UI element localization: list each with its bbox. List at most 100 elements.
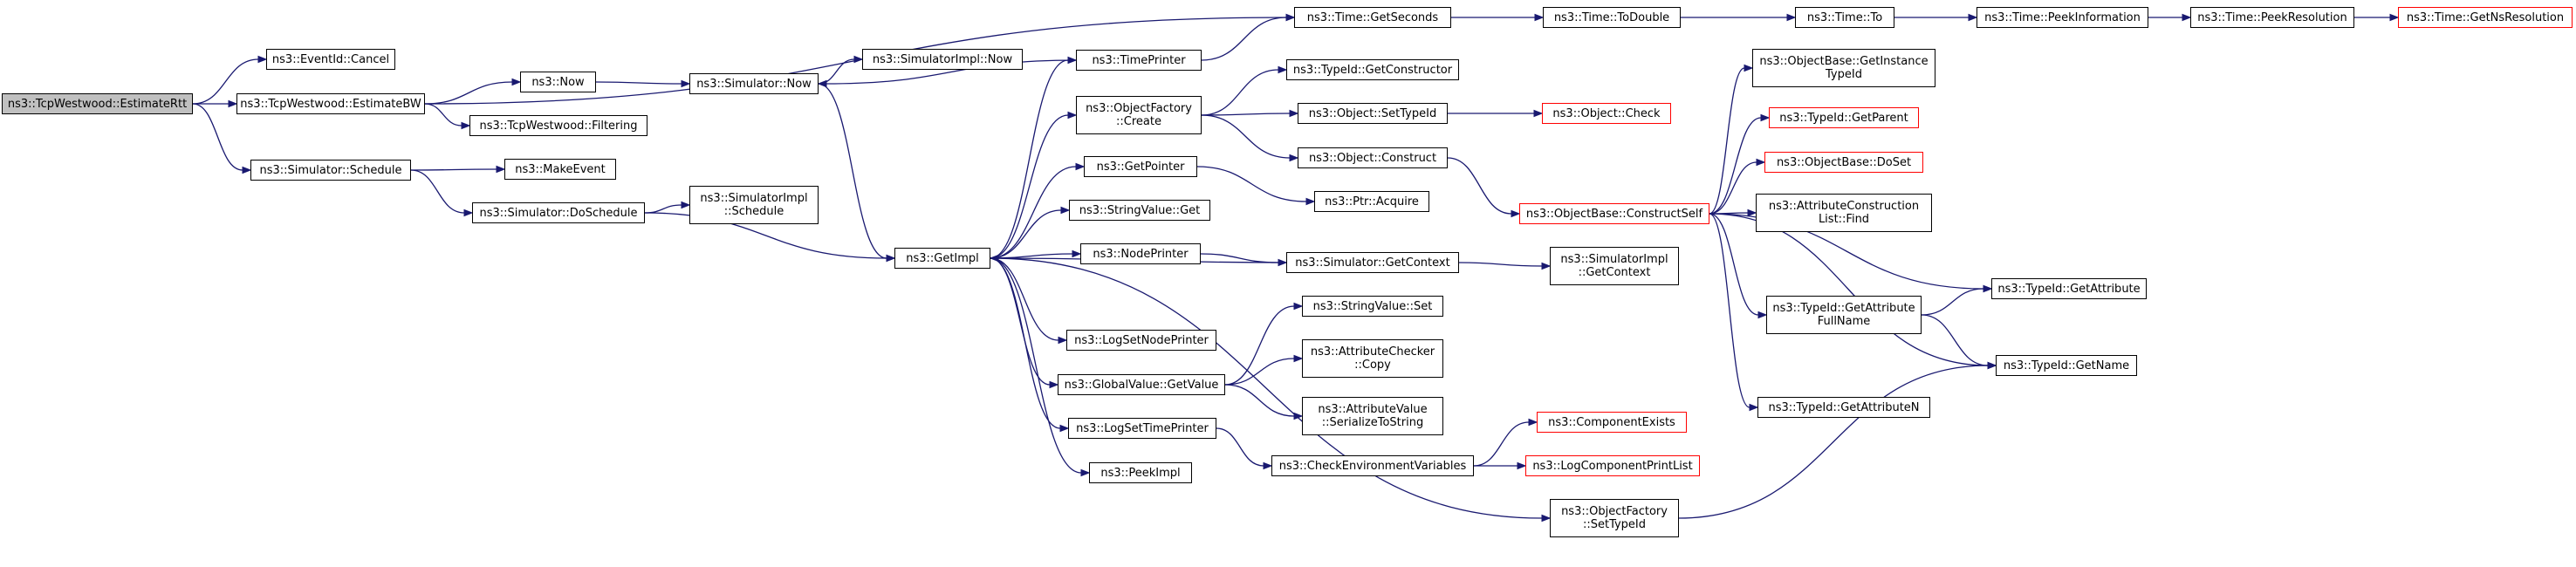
node-label: ns3::Time::GetNsResolution	[2406, 10, 2565, 24]
node-getimpl[interactable]: ns3::GetImpl	[894, 248, 990, 269]
node-label-line-1: ns3::AttributeConstruction	[1768, 200, 1920, 213]
node-getpointer[interactable]: ns3::GetPointer	[1084, 156, 1197, 177]
edge-getimpl-to-stringvalue_get	[990, 209, 1062, 259]
node-tcpwestwood-estimatertt[interactable]: ns3::TcpWestwood::EstimateRtt	[2, 93, 193, 114]
node-simulator-schedule[interactable]: ns3::Simulator::Schedule	[250, 160, 411, 181]
node-typeid-getparent[interactable]: ns3::TypeId::GetParent	[1769, 107, 1919, 128]
node-label: ns3::NodePrinter	[1093, 247, 1189, 261]
arrowhead-simulator_now-to-simulatorimpl_now	[853, 55, 864, 64]
node-tcpwestwood-filtering[interactable]: ns3::TcpWestwood::Filtering	[469, 115, 647, 136]
node-label: ns3::Time::To	[1806, 10, 1883, 24]
arrowhead-logsettimeprinter-to-checkenvironmentvariables	[1263, 461, 1273, 470]
node-checkenvironmentvariables[interactable]: ns3::CheckEnvironmentVariables	[1271, 455, 1474, 476]
node-tcpwestwood-estimatebw[interactable]: ns3::TcpWestwood::EstimateBW	[236, 93, 425, 114]
edge-checkenvironmentvariables-to-componentexists	[1473, 421, 1530, 467]
node-label: ns3::Simulator::Schedule	[259, 163, 402, 177]
node-time-peekinformation[interactable]: ns3::Time::PeekInformation	[1977, 7, 2148, 28]
node-objectbase-constructself[interactable]: ns3::ObjectBase::ConstructSelf	[1519, 203, 1709, 224]
node-time-todouble[interactable]: ns3::Time::ToDouble	[1543, 7, 1681, 28]
arrowhead-getimpl-to-peekimpl	[1080, 468, 1091, 477]
node-time-getseconds[interactable]: ns3::Time::GetSeconds	[1294, 7, 1451, 28]
edge-objectbase_constructself-to-objectbase_doset	[1709, 161, 1757, 215]
node-label: ns3::Simulator::DoSchedule	[479, 206, 638, 220]
node-globalvalue-getvalue[interactable]: ns3::GlobalValue::GetValue	[1058, 374, 1225, 395]
arrowhead-objectbase_constructself-to-typeid_getattributefullname	[1757, 311, 1768, 319]
node-attributechecker-copy[interactable]: ns3::AttributeChecker::Copy	[1302, 339, 1443, 378]
arrowhead-objectbase_constructself-to-typeid_getparent	[1760, 113, 1771, 122]
node-makeevent[interactable]: ns3::MakeEvent	[504, 159, 616, 180]
node-label-line-1: ns3::ObjectFactory	[1086, 102, 1192, 115]
node-label: ns3::GetImpl	[906, 251, 979, 265]
node-label: ns3::LogSetNodePrinter	[1074, 333, 1209, 347]
node-label-line-2: FullName	[1817, 315, 1871, 328]
node-label-line-2: TypeId	[1826, 68, 1862, 81]
node-simulatorimpl-now[interactable]: ns3::SimulatorImpl::Now	[862, 49, 1023, 70]
node-label: ns3::TcpWestwood::EstimateRtt	[7, 97, 188, 111]
arrowhead-getpointer-to-ptr_acquire	[1305, 197, 1316, 206]
node-simulatorimpl-getcontext[interactable]: ns3::SimulatorImpl::GetContext	[1550, 247, 1679, 285]
node-simulator-getcontext[interactable]: ns3::Simulator::GetContext	[1286, 252, 1459, 273]
arrowhead-objectfactory_create-to-object_settypeid	[1289, 109, 1299, 118]
node-object-settypeid[interactable]: ns3::Object::SetTypeId	[1298, 103, 1448, 124]
node-objectfactory-create[interactable]: ns3::ObjectFactory::Create	[1076, 96, 1202, 134]
edge-getimpl-to-logsetnodeprinter	[990, 257, 1059, 341]
node-simulator-now[interactable]: ns3::Simulator::Now	[689, 73, 819, 94]
node-componentexists[interactable]: ns3::ComponentExists	[1537, 412, 1687, 433]
node-label-line-2: ::Schedule	[723, 205, 784, 218]
node-simulatorimpl-schedule[interactable]: ns3::SimulatorImpl::Schedule	[689, 186, 819, 224]
node-logsetnodeprinter[interactable]: ns3::LogSetNodePrinter	[1066, 330, 1216, 351]
arrowhead-simulator_getcontext-to-simulatorimpl_getcontext	[1541, 262, 1552, 270]
edge-tcpwestwood_estimatebw-to-tcpwestwood_filtering	[424, 103, 462, 126]
node-label: ns3::MakeEvent	[515, 162, 606, 176]
node-label: ns3::Time::ToDouble	[1553, 10, 1670, 24]
node-time-peekresolution[interactable]: ns3::Time::PeekResolution	[2190, 7, 2354, 28]
node-label-line-2: ::Create	[1116, 115, 1161, 128]
node-typeid-getconstructor[interactable]: ns3::TypeId::GetConstructor	[1286, 59, 1459, 80]
node-ptr-acquire[interactable]: ns3::Ptr::Acquire	[1314, 191, 1429, 212]
arrowhead-object_construct-to-objectbase_constructself	[1511, 209, 1521, 218]
node-logcomponentprintlist[interactable]: ns3::LogComponentPrintList	[1525, 455, 1700, 476]
arrowhead-checkenvironmentvariables-to-logcomponentprintlist	[1517, 461, 1527, 470]
node-stringvalue-set[interactable]: ns3::StringValue::Set	[1302, 296, 1443, 317]
node-time-getnsresolution[interactable]: ns3::Time::GetNsResolution	[2398, 7, 2573, 28]
node-now[interactable]: ns3::Now	[520, 72, 596, 92]
node-timeprinter[interactable]: ns3::TimePrinter	[1076, 50, 1202, 71]
edge-objectfactory_create-to-object_settypeid	[1201, 113, 1291, 116]
arrowhead-simulator_schedule-to-makeevent	[496, 165, 506, 174]
node-simulator-doschedule[interactable]: ns3::Simulator::DoSchedule	[472, 202, 645, 223]
node-label: ns3::LogComponentPrintList	[1532, 459, 1693, 473]
node-label: ns3::Simulator::Now	[696, 77, 812, 91]
edge-objectbase_constructself-to-objectbase_getinstancetypeid	[1709, 67, 1745, 215]
edge-objectbase_constructself-to-typeid_getattributefullname	[1709, 213, 1759, 316]
node-typeid-getname[interactable]: ns3::TypeId::GetName	[1996, 355, 2137, 376]
node-logsettimeprinter[interactable]: ns3::LogSetTimePrinter	[1068, 418, 1216, 439]
node-object-construct[interactable]: ns3::Object::Construct	[1298, 147, 1448, 168]
arrowhead-timeprinter-to-time_getseconds	[1285, 13, 1296, 22]
arrowhead-objectbase_constructself-to-objectbase_doset	[1756, 158, 1766, 167]
node-eventid-cancel[interactable]: ns3::EventId::Cancel	[266, 49, 395, 70]
node-time-to[interactable]: ns3::Time::To	[1795, 7, 1894, 28]
node-objectbase-doset[interactable]: ns3::ObjectBase::DoSet	[1764, 152, 1923, 173]
edge-simulator_getcontext-to-simulatorimpl_getcontext	[1458, 262, 1543, 267]
node-typeid-getattributen[interactable]: ns3::TypeId::GetAttributeN	[1757, 397, 1930, 418]
node-object-check[interactable]: ns3::Object::Check	[1542, 103, 1671, 124]
node-label: ns3::Object::Check	[1552, 106, 1661, 120]
node-label: ns3::LogSetTimePrinter	[1076, 421, 1209, 435]
edge-timeprinter-to-simulator_now	[826, 59, 1077, 85]
node-objectfactory-settypeid[interactable]: ns3::ObjectFactory::SetTypeId	[1550, 499, 1679, 537]
node-label: ns3::Now	[531, 75, 585, 89]
node-attributevalue-serializetostring[interactable]: ns3::AttributeValue::SerializeToString	[1302, 397, 1443, 435]
node-peekimpl[interactable]: ns3::PeekImpl	[1089, 462, 1192, 483]
edge-typeid_getattributefullname-to-typeid_getname	[1921, 314, 1989, 366]
edge-logsettimeprinter-to-checkenvironmentvariables	[1216, 427, 1264, 467]
arrowhead-checkenvironmentvariables-to-componentexists	[1528, 418, 1538, 427]
edge-objectbase_constructself-to-typeid_getattributen	[1709, 213, 1750, 408]
node-typeid-getattribute[interactable]: ns3::TypeId::GetAttribute	[1991, 278, 2147, 299]
node-label-line-1: ns3::ObjectBase::GetInstance	[1759, 55, 1929, 68]
node-stringvalue-get[interactable]: ns3::StringValue::Get	[1069, 200, 1210, 221]
node-nodeprinter[interactable]: ns3::NodePrinter	[1080, 243, 1201, 264]
